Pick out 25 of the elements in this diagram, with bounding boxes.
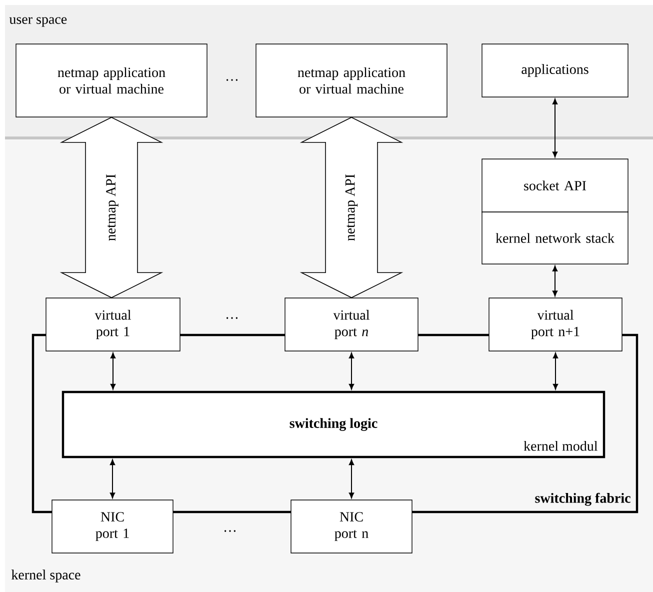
arrow — [110, 352, 116, 390]
edge-label: netmap API — [344, 172, 359, 242]
process-box: virtual port n+1 — [488, 298, 622, 352]
arrow — [552, 98, 558, 158]
edge-label: netmap API — [105, 172, 120, 242]
ellipsis: … — [224, 530, 236, 532]
arrow — [348, 352, 354, 390]
ellipsis: … — [226, 79, 238, 81]
process-box: NIC port 1 — [52, 500, 174, 554]
block-arrow — [300, 116, 404, 298]
process-box: netmap application or virtual machine — [256, 44, 448, 118]
block-arrow — [60, 116, 164, 298]
arrow — [552, 266, 558, 296]
arrow — [110, 459, 116, 498]
logic-box: switching logic kernel modul — [62, 390, 606, 458]
arrow — [552, 352, 558, 390]
ellipsis: … — [226, 317, 238, 319]
process-box: applications — [482, 44, 628, 98]
process-box: netmap application or virtual machine — [16, 44, 208, 118]
process-box: kernel network stack — [482, 212, 628, 264]
process-box: socket API — [482, 158, 628, 212]
process-box: virtual port 1 — [46, 298, 180, 352]
process-box: virtual port n — [284, 298, 418, 352]
process-box: NIC port n — [290, 500, 412, 554]
arrow — [348, 459, 354, 498]
